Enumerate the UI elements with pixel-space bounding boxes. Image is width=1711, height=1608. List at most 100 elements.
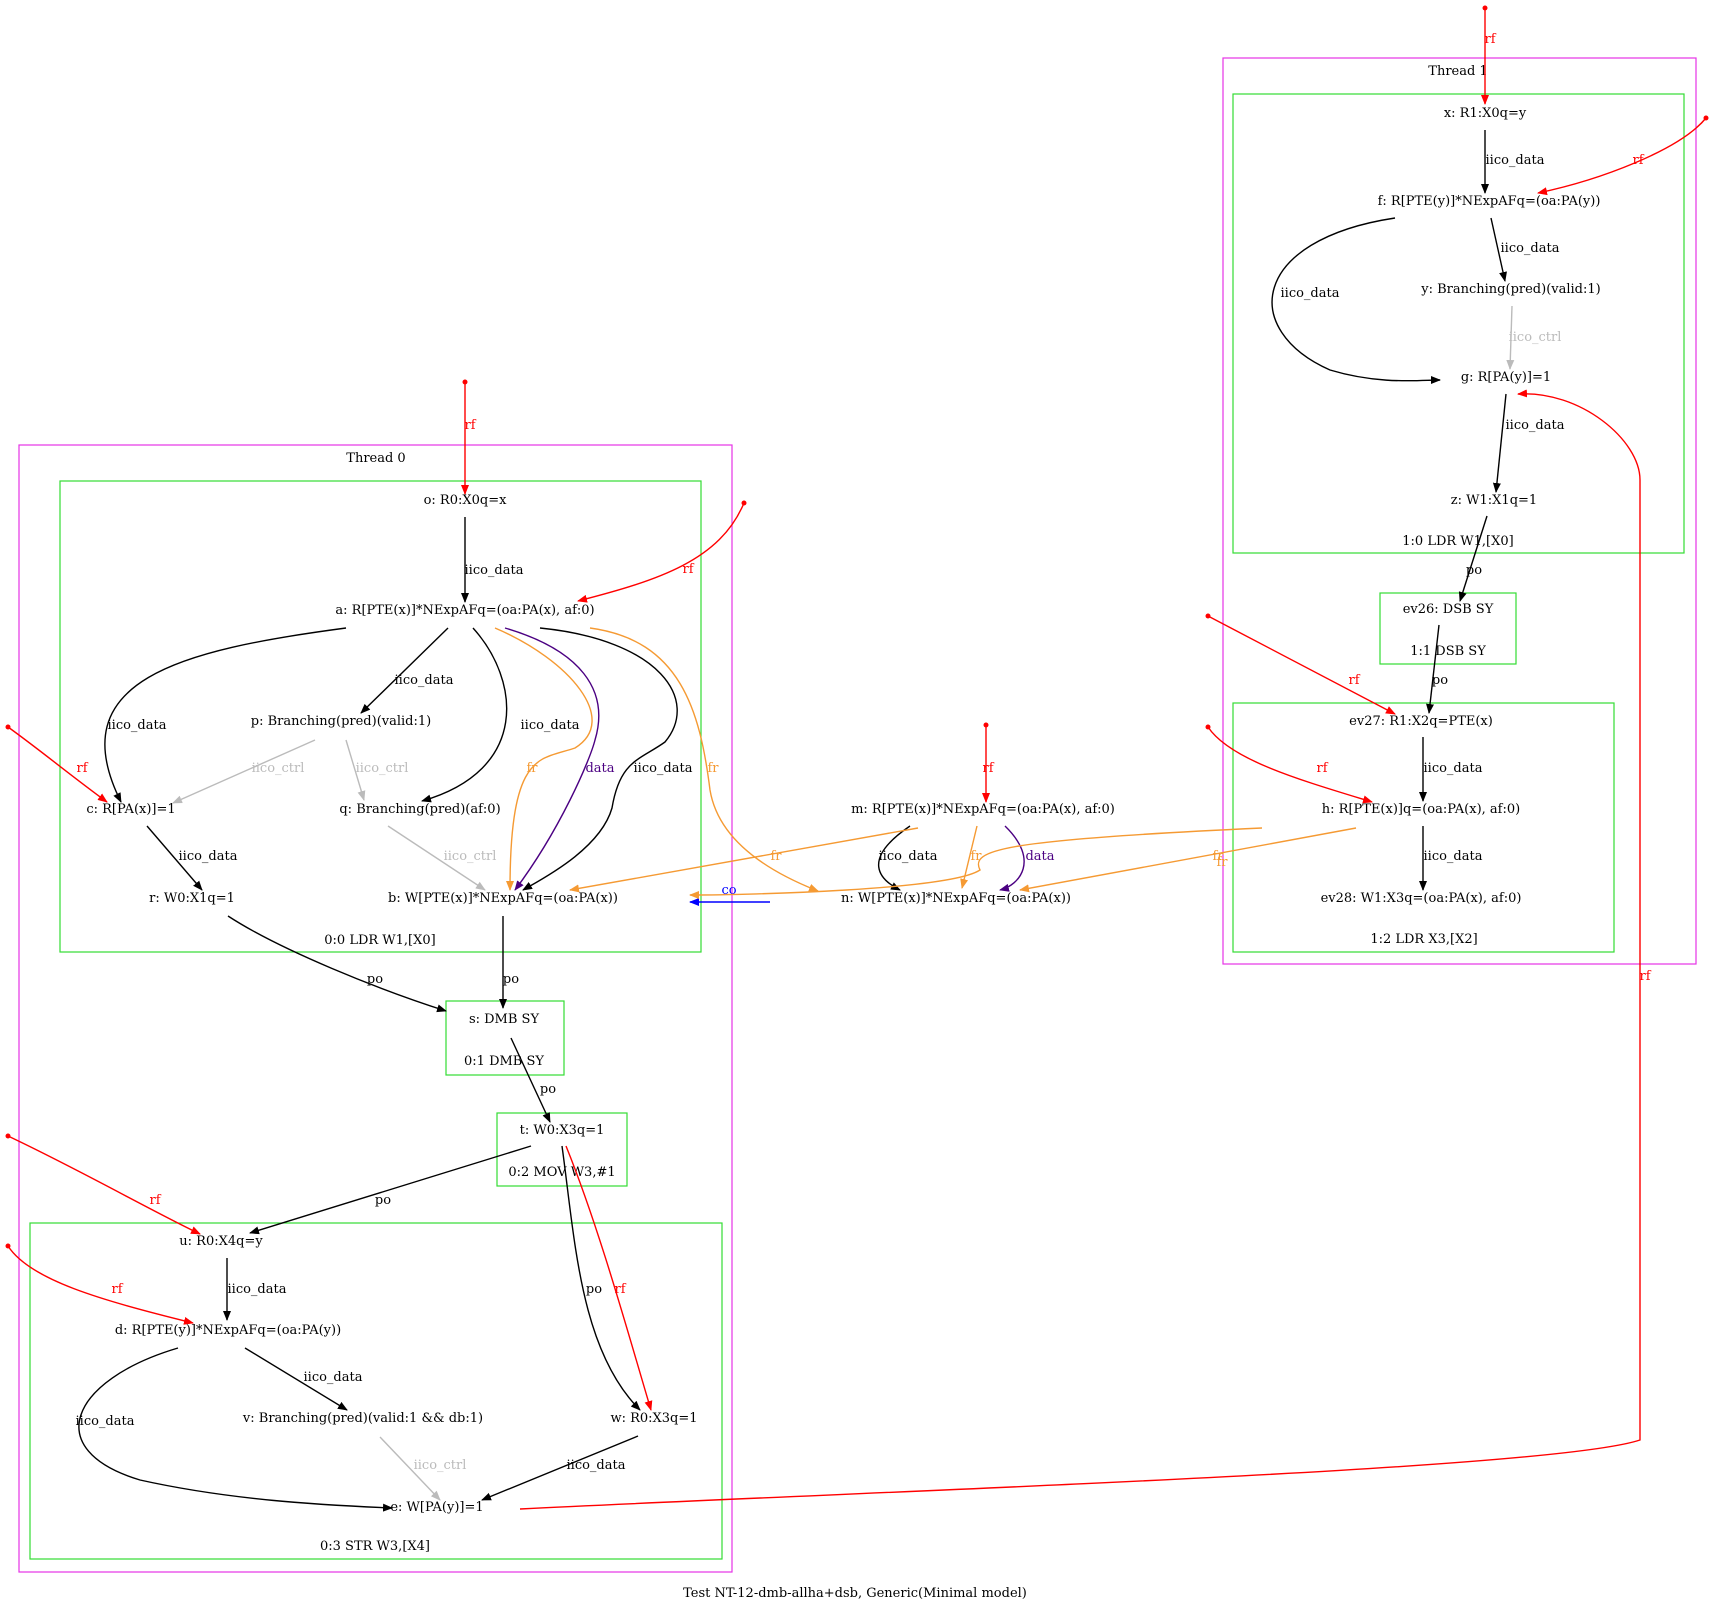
edge-d-to-v-black [244, 1347, 348, 1411]
node-p: p: Branching(pred)(valid:1) [251, 714, 431, 729]
edge-init-to-u-rf [7, 1135, 201, 1235]
edge-label-black: iico_data [1424, 761, 1483, 776]
node-w: w: R0:X3q=1 [610, 1411, 697, 1426]
node-n: n: W[PTE(x)]*NExpAFq=(oa:PA(x)) [841, 891, 1071, 906]
edge-label-black: iico_data [395, 673, 454, 688]
thread0-cluster [18, 444, 733, 1573]
edge-g-to-z-black [1492, 393, 1507, 493]
edge-init-to-c-rf [7, 726, 108, 803]
node-y: y: Branching(pred)(valid:1) [1420, 282, 1600, 297]
edge-label-ctrl: iico_ctrl [1509, 330, 1562, 345]
instruction-cluster-i10 [1232, 93, 1685, 554]
edge-t-to-u-black [249, 1145, 532, 1235]
edge-r-to-s-black [227, 915, 447, 1013]
edge-label-black: iico_data [228, 1282, 287, 1297]
instruction-label-i03: 0:3 STR W3,[X4] [320, 1539, 430, 1554]
instruction-cluster-i03 [29, 1222, 723, 1560]
edge-label-black: po [586, 1282, 602, 1297]
node-z: z: W1:X1q=1 [1451, 493, 1537, 508]
edge-label-fr: fr [707, 761, 719, 776]
init-write-dot [1205, 613, 1211, 619]
edge-label-rf: rf [1484, 32, 1496, 47]
node-u: u: R0:X4q=y [179, 1234, 263, 1249]
graph-caption: Test NT-12-dmb-allha+dsb, Generic(Minima… [683, 1586, 1027, 1601]
node-g: g: R[PA(y)]=1 [1461, 370, 1551, 385]
edge-label-black: iico_data [108, 718, 167, 733]
edge-label-rf: rf [614, 1282, 626, 1297]
node-m: m: R[PTE(x)]*NExpAFq=(oa:PA(x), af:0) [851, 802, 1115, 817]
instruction-label-i10: 1:0 LDR W1,[X0] [1402, 534, 1513, 549]
edge-label-rf: rf [1639, 969, 1651, 984]
edge-m-to-n-data [999, 825, 1025, 892]
edge-label-black: iico_data [304, 1370, 363, 1385]
init-write-dot [1482, 5, 1488, 11]
edge-label-black: po [1432, 673, 1448, 688]
node-o: o: R0:X0q=x [424, 493, 508, 508]
thread0-label: Thread 0 [346, 451, 405, 466]
edge-label-rf: rf [1316, 761, 1328, 776]
node-q: q: Branching(pred)(af:0) [339, 802, 500, 817]
edge-p-to-c-ctrl [172, 739, 316, 804]
thread1-label: Thread 1 [1428, 64, 1487, 79]
edge-label-black: po [1466, 563, 1482, 578]
edge-label-black: iico_data [1501, 241, 1560, 256]
edge-label-black: po [367, 972, 383, 987]
node-ev28: ev28: W1:X3q=(oa:PA(x), af:0) [1321, 891, 1522, 906]
edge-label-fr: fr [1212, 849, 1224, 864]
edge-label-ctrl: iico_ctrl [252, 761, 305, 776]
edge-label-rf: rf [1632, 153, 1644, 168]
edge-m-to-b-fr [569, 827, 919, 893]
edge-d-to-e-black [78, 1347, 393, 1512]
edge-label-co: co [721, 883, 736, 898]
edge-label-black: iico_data [1486, 153, 1545, 168]
edge-label-fr: fr [770, 849, 782, 864]
edge-label-black: iico_data [1281, 286, 1340, 301]
node-e: e: W[PA(y)]=1 [390, 1500, 483, 1515]
edge-a-to-b-fr [494, 627, 593, 891]
instruction-cluster-i00 [59, 480, 702, 953]
edge-label-ctrl: iico_ctrl [444, 849, 497, 864]
node-ev26: ev26: DSB SY [1403, 602, 1494, 617]
node-x: x: R1:X0q=y [1444, 106, 1527, 121]
edge-a-to-c-black [104, 627, 347, 803]
instruction-label-i11: 1:1 DSB SY [1410, 644, 1486, 659]
node-ev27: ev27: R1:X2q=PTE(x) [1349, 714, 1493, 729]
edge-label-rf: rf [76, 761, 88, 776]
edge-q-to-b-ctrl [387, 825, 486, 891]
init-write-dot [741, 500, 747, 506]
edge-a-to-b-data [504, 627, 600, 891]
edge-label-black: iico_data [879, 849, 938, 864]
instruction-label-i00: 0:0 LDR W1,[X0] [324, 933, 435, 948]
edge-label-ctrl: iico_ctrl [356, 761, 409, 776]
node-t: t: W0:X3q=1 [520, 1123, 605, 1138]
node-a: a: R[PTE(x)]*NExpAFq=(oa:PA(x), af:0) [335, 603, 594, 618]
edge-label-black: po [540, 1082, 556, 1097]
edge-z-to-ev26-black [1458, 515, 1488, 602]
init-write-dot [983, 722, 989, 728]
edge-label-data: data [585, 761, 614, 776]
edge-a-to-b-black [522, 627, 678, 891]
edge-label-black: iico_data [1424, 849, 1483, 864]
edge-a-to-q-black [421, 627, 508, 803]
edge-t-to-w-rf [565, 1145, 653, 1411]
edge-init-to-h-rf [1207, 726, 1373, 804]
edge-v-to-e-ctrl [379, 1436, 441, 1501]
edge-p-to-q-ctrl [345, 739, 366, 801]
edge-f-to-g-black [1271, 217, 1441, 385]
init-write-dot [1205, 724, 1211, 730]
edge-label-rf: rf [1348, 673, 1360, 688]
edge-label-fr: fr [970, 849, 982, 864]
edge-c-to-r-black [146, 825, 203, 891]
edge-init-to-a-rf [577, 502, 745, 603]
edge-label-fr: fr [526, 761, 538, 776]
instruction-cluster-i11 [1379, 592, 1517, 665]
edge-y-to-g-ctrl [1506, 305, 1515, 370]
edge-label-black: iico_data [521, 718, 580, 733]
edge-w-to-e-black [481, 1435, 639, 1501]
edge-init-to-ev27-rf [1207, 615, 1396, 715]
node-h: h: R[PTE(x)]q=(oa:PA(x), af:0) [1322, 802, 1520, 817]
init-write-dot [5, 724, 11, 730]
edge-label-black: iico_data [1506, 418, 1565, 433]
instruction-cluster-i12 [1232, 702, 1615, 953]
edge-label-black: iico_data [567, 1458, 626, 1473]
